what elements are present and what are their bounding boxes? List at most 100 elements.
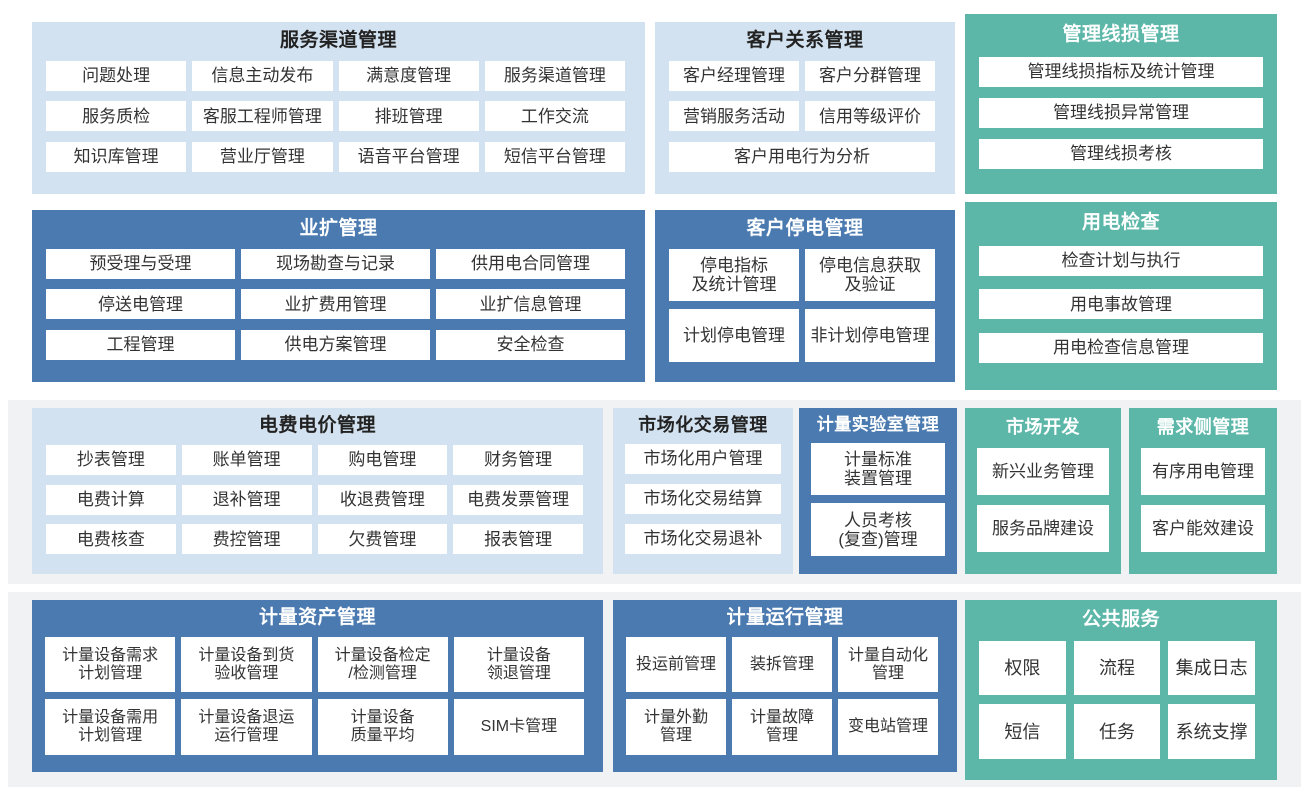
tile-item[interactable]: 流程	[1073, 640, 1161, 696]
tile-item[interactable]: 市场化用户管理	[625, 443, 781, 474]
tile-item[interactable]: 装拆管理	[732, 636, 832, 693]
tile-item[interactable]: 电费核查	[46, 524, 176, 555]
tile-item[interactable]: 权限	[979, 640, 1066, 696]
tile-item[interactable]: 账单管理	[181, 444, 312, 475]
tile-row: 计量标准 装置管理	[811, 442, 945, 504]
tile-item[interactable]: 计量故障 管理	[732, 699, 832, 756]
tile-item[interactable]: 计量设备 质量平均	[317, 699, 448, 756]
tile-grid: 新兴业务管理 服务品牌建设	[977, 447, 1109, 562]
tile-item[interactable]: 用电事故管理	[979, 289, 1263, 320]
tile-item[interactable]: 信用等级评价	[805, 101, 935, 132]
tile-item[interactable]: 满意度管理	[338, 60, 479, 91]
tile-row: 电费核查 费控管理 欠费管理 报表管理	[46, 524, 589, 564]
tile-item[interactable]: 费控管理	[181, 524, 312, 555]
tile-item[interactable]: 计量设备需求 计划管理	[45, 636, 176, 693]
tile-item[interactable]: 退补管理	[181, 484, 312, 515]
tile-row: 服务品牌建设	[977, 504, 1109, 562]
tile-item[interactable]: 短信	[979, 704, 1066, 760]
tile-item[interactable]: SIM卡管理	[453, 699, 584, 756]
tile-item[interactable]: 管理线损考核	[979, 138, 1263, 169]
tile-item[interactable]: 计量设备退运 运行管理	[181, 699, 312, 756]
tile-item[interactable]: 变电站管理	[838, 699, 938, 756]
panel-service-channel: 服务渠道管理 问题处理 信息主动发布 满意度管理 服务渠道管理 服务质检 客服工…	[32, 22, 645, 194]
tile-item[interactable]: 管理线损异常管理	[979, 97, 1263, 128]
tile-item[interactable]: 新兴业务管理	[977, 447, 1109, 495]
tile-item[interactable]: 客户经理管理	[669, 60, 799, 91]
tile-item[interactable]: 现场勘查与记录	[241, 248, 430, 279]
tile-item[interactable]: 计量标准 装置管理	[811, 442, 945, 496]
tile-item[interactable]: 检查计划与执行	[979, 245, 1263, 276]
tile-item[interactable]: 供电方案管理	[241, 329, 430, 360]
tile-item[interactable]: 购电管理	[317, 444, 448, 475]
tile-item[interactable]: 任务	[1073, 704, 1161, 760]
tile-item[interactable]: 系统支撑	[1168, 704, 1256, 760]
tile-item[interactable]: 排班管理	[338, 101, 479, 132]
panel-title-service-channel: 服务渠道管理	[279, 30, 397, 51]
tile-grid: 抄表管理 账单管理 购电管理 财务管理 电费计算 退补管理 收退费管理 电费发票…	[46, 444, 589, 564]
tile-item[interactable]: 客户用电行为分析	[669, 141, 935, 172]
tile-grid: 问题处理 信息主动发布 满意度管理 服务渠道管理 服务质检 客服工程师管理 排班…	[46, 60, 631, 182]
panel-title-tariff: 电费电价管理	[258, 415, 376, 436]
panel-customer-outage: 客户停电管理 停电指标 及统计管理 停电信息获取 及验证 计划停电管理 非计划停…	[655, 210, 955, 382]
tile-item[interactable]: 收退费管理	[317, 484, 448, 515]
tile-item[interactable]: 欠费管理	[317, 524, 448, 555]
tile-item[interactable]: 供用电合同管理	[436, 248, 625, 279]
tile-item[interactable]: 计量外勤 管理	[626, 699, 726, 756]
tile-item[interactable]: 市场化交易退补	[625, 523, 781, 554]
tile-item[interactable]: 计量设备到货 验收管理	[181, 636, 312, 693]
tile-item[interactable]: 短信平台管理	[484, 141, 625, 172]
tile-row: 工程管理 供电方案管理 安全检查	[46, 329, 631, 370]
tile-item[interactable]: 服务质检	[46, 101, 187, 132]
tile-grid: 计量设备需求 计划管理 计量设备到货 验收管理 计量设备检定 /检测管理 计量设…	[45, 636, 590, 762]
tile-grid: 有序用电管理 客户能效建设	[1141, 447, 1265, 562]
tile-item[interactable]: 电费发票管理	[453, 484, 583, 515]
tile-item[interactable]: 工作交流	[484, 101, 625, 132]
panel-metering-asset: 计量资产管理 计量设备需求 计划管理 计量设备到货 验收管理 计量设备检定 /检…	[32, 600, 603, 772]
tile-item[interactable]: 语音平台管理	[338, 141, 479, 172]
tile-grid: 管理线损指标及统计管理 管理线损异常管理 管理线损考核	[979, 56, 1263, 180]
tile-item[interactable]: 服务渠道管理	[484, 60, 625, 91]
tile-item[interactable]: 电费计算	[46, 484, 176, 515]
tile-row: 管理线损指标及统计管理	[979, 56, 1263, 98]
tile-item[interactable]: 服务品牌建设	[977, 504, 1109, 553]
tile-item[interactable]: 集成日志	[1168, 640, 1256, 696]
tile-item[interactable]: 知识库管理	[46, 141, 187, 172]
tile-item[interactable]: 报表管理	[453, 524, 583, 555]
tile-item[interactable]: 计划停电管理	[669, 309, 799, 363]
tile-item[interactable]: 计量设备需用 计划管理	[45, 699, 176, 756]
tile-item[interactable]: 营销服务活动	[669, 101, 799, 132]
tile-item[interactable]: 抄表管理	[46, 444, 176, 475]
tile-item[interactable]: 业扩费用管理	[241, 289, 430, 320]
tile-item[interactable]: 客服工程师管理	[192, 101, 333, 132]
tile-item[interactable]: 业扩信息管理	[436, 289, 625, 320]
tile-item[interactable]: 计量设备检定 /检测管理	[317, 636, 448, 693]
tile-item[interactable]: 营业厅管理	[192, 141, 333, 172]
tile-item[interactable]: 问题处理	[46, 60, 187, 91]
tile-item[interactable]: 计量设备 领退管理	[453, 636, 584, 693]
tile-item[interactable]: 管理线损指标及统计管理	[979, 56, 1263, 87]
tile-item[interactable]: 客户能效建设	[1141, 504, 1265, 553]
tile-item[interactable]: 财务管理	[453, 444, 583, 475]
tile-item[interactable]: 停电指标 及统计管理	[669, 248, 799, 302]
tile-item[interactable]: 工程管理	[46, 329, 235, 360]
tile-item[interactable]: 客户分群管理	[805, 60, 935, 91]
tile-item[interactable]: 计量自动化 管理	[838, 636, 938, 693]
panel-title-line-loss: 管理线损管理	[1062, 24, 1180, 45]
tile-row: 计量设备需求 计划管理 计量设备到货 验收管理 计量设备检定 /检测管理 计量设…	[45, 636, 590, 700]
tile-item[interactable]: 投运前管理	[626, 636, 726, 693]
tile-item[interactable]: 停电信息获取 及验证	[805, 248, 935, 302]
tile-item[interactable]: 预受理与受理	[46, 248, 235, 279]
tile-item[interactable]: 用电检查信息管理	[979, 332, 1263, 363]
tile-item[interactable]: 停送电管理	[46, 289, 235, 320]
tile-row: 预受理与受理 现场勘查与记录 供用电合同管理	[46, 248, 631, 289]
tile-item[interactable]: 市场化交易结算	[625, 483, 781, 514]
tile-item[interactable]: 有序用电管理	[1141, 447, 1265, 495]
tile-item[interactable]: 非计划停电管理	[805, 309, 935, 363]
tile-item[interactable]: 信息主动发布	[192, 60, 333, 91]
tile-item[interactable]: 人员考核 (复查)管理	[811, 503, 945, 556]
tile-row: 服务质检 客服工程师管理 排班管理 工作交流	[46, 101, 631, 141]
tile-grid: 预受理与受理 现场勘查与记录 供用电合同管理 停送电管理 业扩费用管理 业扩信息…	[46, 248, 631, 370]
tile-row: 客户经理管理 客户分群管理	[669, 60, 941, 101]
tile-item[interactable]: 安全检查	[436, 329, 625, 360]
